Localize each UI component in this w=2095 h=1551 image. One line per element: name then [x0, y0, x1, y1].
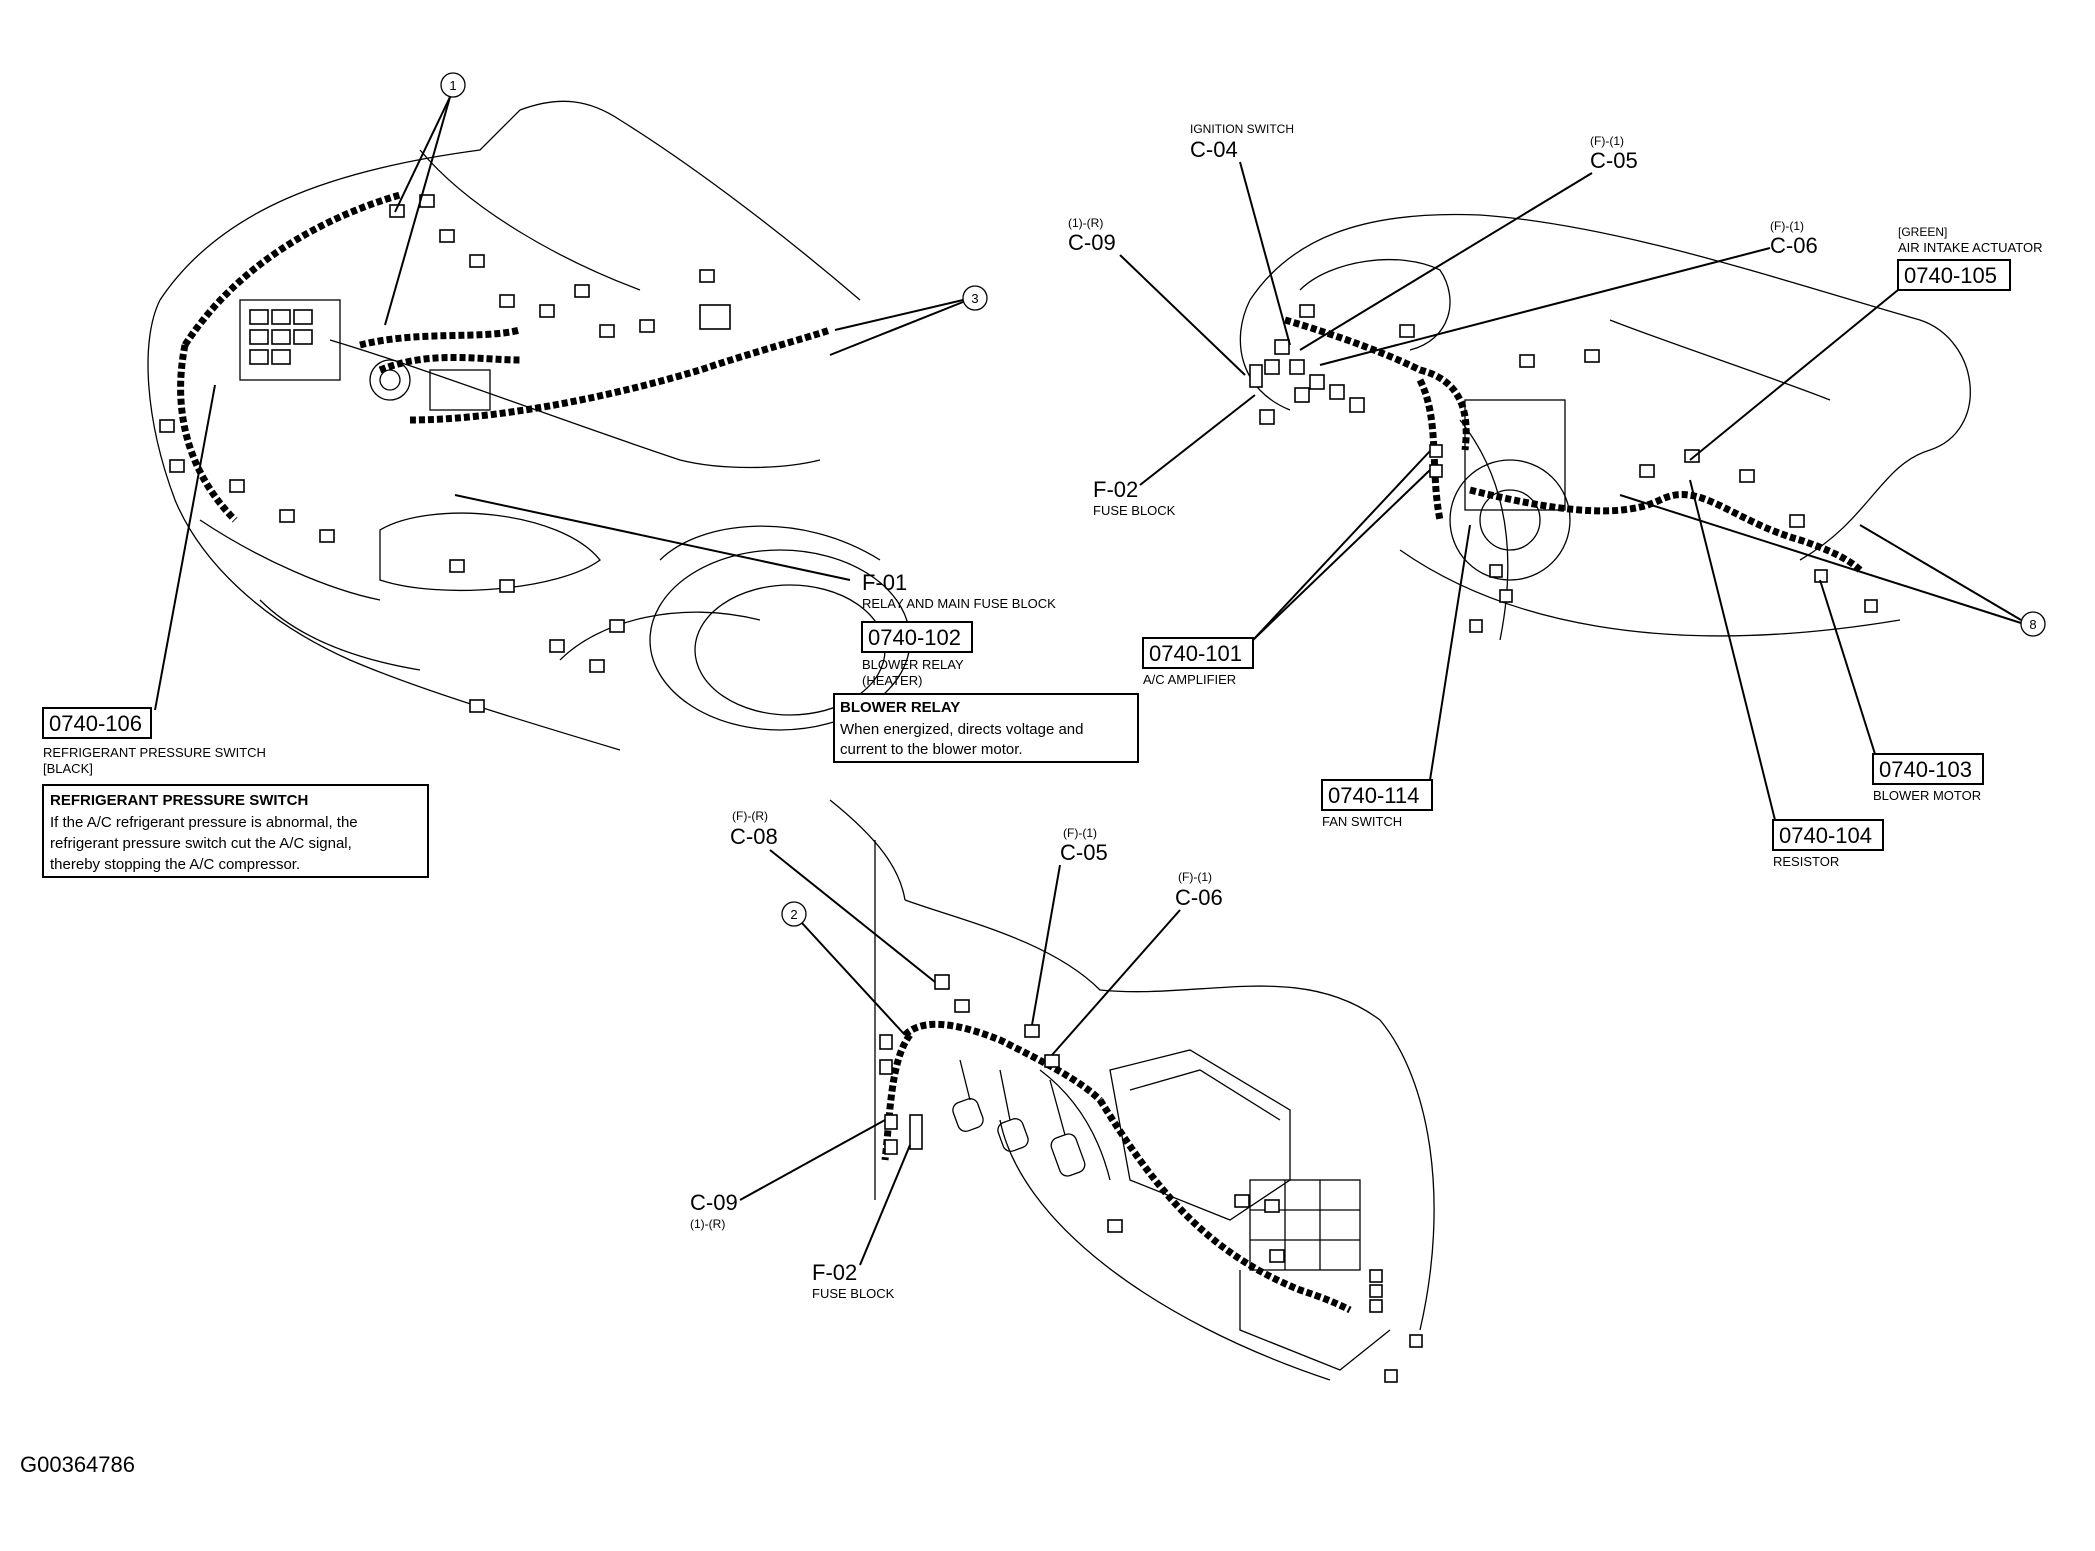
- callout-3-label: 3: [971, 291, 978, 306]
- callout-2-label: 2: [790, 907, 797, 922]
- callout-3: [962, 285, 988, 311]
- lower-f02-desc: FUSE BLOCK: [812, 1286, 895, 1301]
- lower-f02: F-02: [812, 1260, 857, 1285]
- fan-switch-desc: FAN SWITCH: [1322, 814, 1402, 829]
- f01-code: F-01: [862, 570, 907, 595]
- front-car-view: [147, 100, 911, 751]
- lower-c09: C-09: [690, 1190, 738, 1215]
- callout-1: [440, 72, 466, 98]
- resistor-code: 0740-104: [1779, 823, 1872, 848]
- blower-relay-desc1: BLOWER RELAY: [862, 657, 964, 672]
- dash-c06-pin: (F)-(1): [1770, 219, 1804, 233]
- ref-note-line1: If the A/C refrigerant pressure is abnor…: [50, 814, 358, 831]
- blower-relay-code-box: [861, 621, 973, 653]
- fan-switch-code-box: [1321, 779, 1433, 811]
- callout-8-label: 8: [2029, 617, 2036, 632]
- air-intake-label: AIR INTAKE ACTUATOR: [1898, 240, 2042, 255]
- ref-switch-desc1: REFRIGERANT PRESSURE SWITCH: [43, 745, 266, 760]
- callout-1-label: 1: [449, 78, 456, 93]
- dash-c09-pin: (1)-(R): [1068, 216, 1103, 230]
- resistor-code-box: [1772, 819, 1884, 851]
- blower-motor-desc: BLOWER MOTOR: [1873, 788, 1981, 803]
- ref-switch-desc2: [BLACK]: [43, 761, 93, 776]
- ref-note-line2: refrigerant pressure switch cut the A/C …: [50, 835, 352, 852]
- callout-2: [781, 901, 807, 927]
- dash-c09: C-09: [1068, 230, 1116, 255]
- lower-view: [829, 799, 1435, 1383]
- blower-relay-note-title: BLOWER RELAY: [840, 699, 960, 716]
- ref-note-line3: thereby stopping the A/C compressor.: [50, 856, 300, 873]
- blower-relay-desc2: (HEATER): [862, 673, 922, 688]
- air-intake-code-box: [1897, 259, 2011, 291]
- blower-relay-note-line2: current to the blower motor.: [840, 741, 1023, 758]
- ref-switch-note: [42, 784, 429, 878]
- callout-8: [2020, 611, 2046, 637]
- lower-c05-pin: (F)-(1): [1063, 826, 1097, 840]
- lower-c05: C-05: [1060, 840, 1108, 865]
- ignition-switch-label: IGNITION SWITCH: [1190, 122, 1294, 136]
- lower-c08-pin: (F)-(R): [732, 809, 768, 823]
- blower-motor-code: 0740-103: [1879, 757, 1972, 782]
- blower-relay-code: 0740-102: [868, 625, 961, 650]
- blower-motor-code-box: [1872, 753, 1984, 785]
- lower-c06: C-06: [1175, 885, 1223, 910]
- ref-note-title: REFRIGERANT PRESSURE SWITCH: [50, 792, 308, 809]
- ac-amp-code-box: [1142, 637, 1254, 669]
- ac-amp-desc: A/C AMPLIFIER: [1143, 672, 1236, 687]
- dash-f02: F-02: [1093, 477, 1138, 502]
- dash-c05-pin: (F)-(1): [1590, 134, 1624, 148]
- fan-switch-code: 0740-114: [1328, 783, 1419, 808]
- ac-amp-code: 0740-101: [1149, 641, 1242, 666]
- blower-relay-note: [833, 693, 1139, 763]
- resistor-desc: RESISTOR: [1773, 854, 1839, 869]
- air-intake-color: [GREEN]: [1898, 225, 1947, 239]
- figure-id: G00364786: [20, 1452, 135, 1477]
- dash-f02-desc: FUSE BLOCK: [1093, 503, 1176, 518]
- ref-switch-code: 0740-106: [49, 711, 142, 736]
- lower-c06-pin: (F)-(1): [1178, 870, 1212, 884]
- lower-c08: C-08: [730, 824, 778, 849]
- f01-desc: RELAY AND MAIN FUSE BLOCK: [862, 596, 1056, 611]
- dash-c05: C-05: [1590, 148, 1638, 173]
- lower-c09-pin: (1)-(R): [690, 1217, 725, 1231]
- blower-relay-note-line1: When energized, directs voltage and: [840, 721, 1083, 738]
- dash-c04: C-04: [1190, 137, 1238, 162]
- air-intake-code: 0740-105: [1904, 263, 1997, 288]
- ref-switch-code-box: [42, 707, 152, 739]
- dash-c06: C-06: [1770, 233, 1818, 258]
- dash-view: [1239, 213, 1971, 641]
